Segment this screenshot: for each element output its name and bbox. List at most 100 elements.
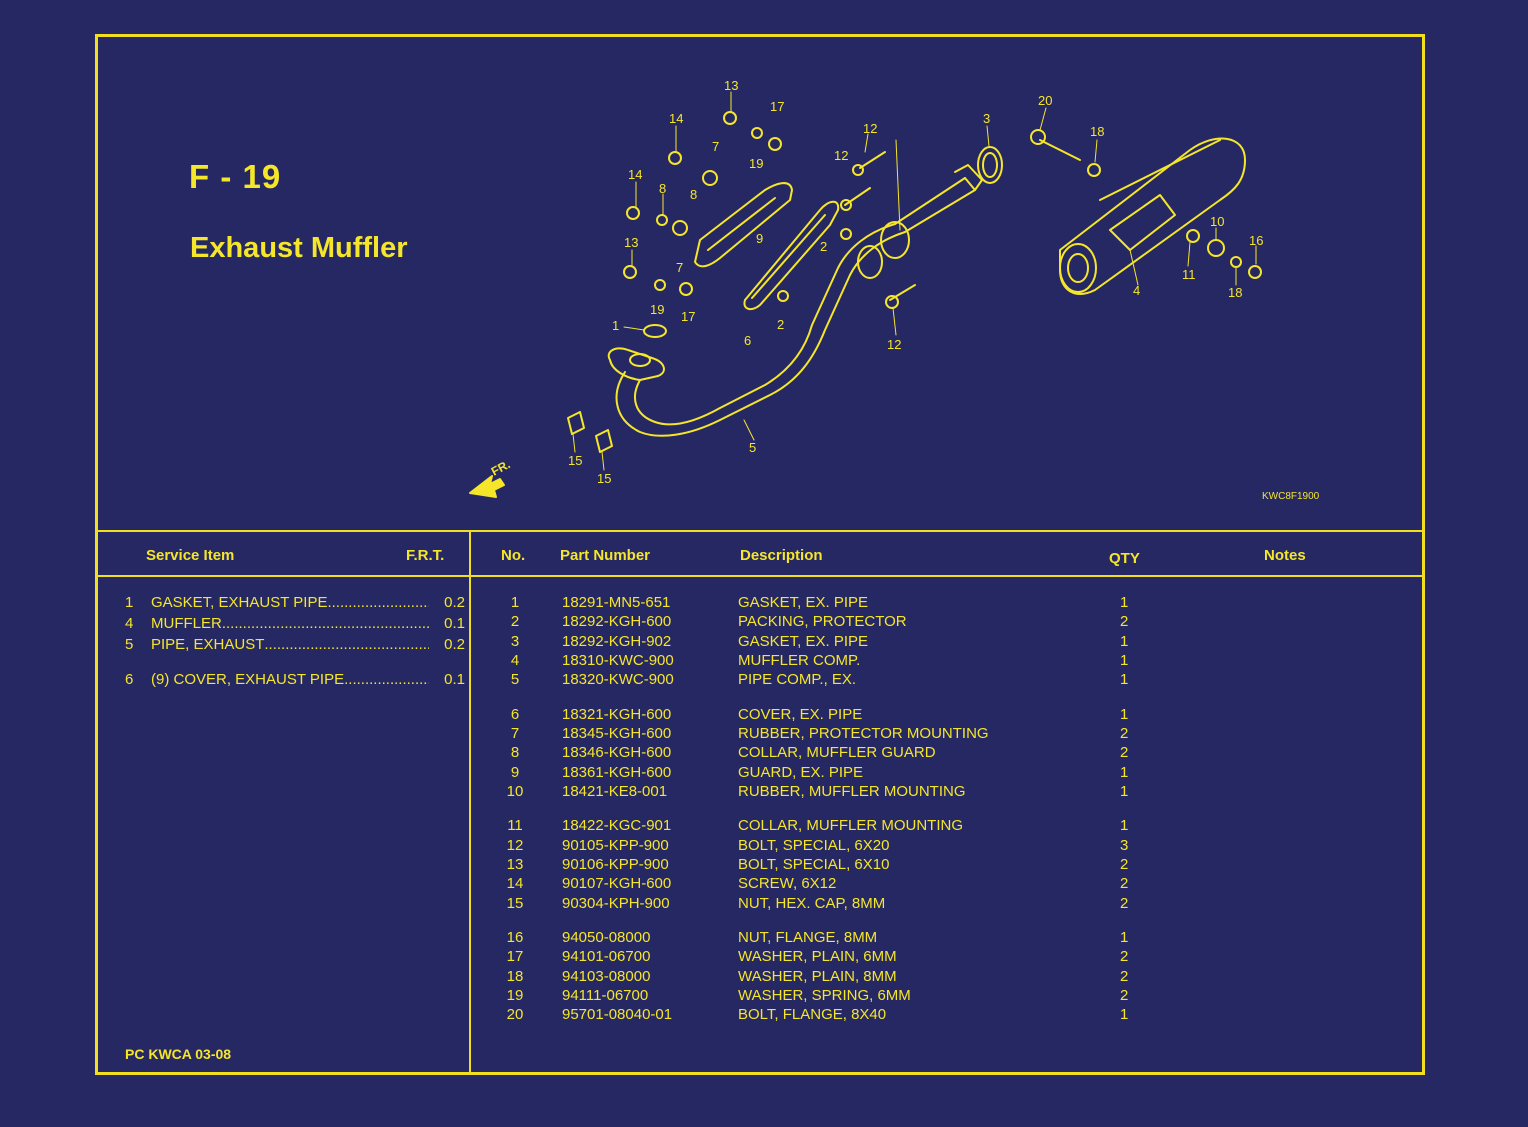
service-item-name: (9) COVER, EXHAUST PIPE xyxy=(151,671,429,688)
part-description: COVER, EX. PIPE xyxy=(738,705,863,723)
part-number: 94103-08000 xyxy=(562,967,651,985)
exhaust-flange-part xyxy=(607,347,665,381)
part-number: 90107-KGH-600 xyxy=(562,875,672,893)
exhaust-exploded-diagram: 13 17 14 7 19 12 12 3 20 18 14 8 8 9 2 1… xyxy=(469,78,1263,498)
part-no: 8 xyxy=(510,744,520,762)
part-no: 4 xyxy=(510,651,520,669)
part-qty: 1 xyxy=(1120,632,1129,650)
callout-13-a: 13 xyxy=(724,78,738,93)
part-description: WASHER, PLAIN, 8MM xyxy=(738,967,897,985)
callout-14-a: 14 xyxy=(669,111,683,126)
part-qty: 1 xyxy=(1120,651,1129,669)
part-number: 18422-KGC-901 xyxy=(562,817,672,835)
callout-15-b: 15 xyxy=(597,471,611,486)
part-qty: 1 xyxy=(1120,671,1129,689)
part-qty: 1 xyxy=(1120,1006,1129,1024)
page-frame xyxy=(95,34,1425,1075)
part-no: 15 xyxy=(506,894,524,912)
gasket-part-3 xyxy=(977,146,1003,184)
callout-1: 1 xyxy=(612,318,619,333)
part-qty: 2 xyxy=(1120,894,1129,912)
exhaust-cover-part xyxy=(743,200,840,311)
service-item-frt: 0.1 xyxy=(444,615,465,632)
part-number: 18310-KWC-900 xyxy=(562,651,674,669)
callout-12-c: 12 xyxy=(887,337,901,352)
service-item-name: GASKET, EXHAUST PIPE xyxy=(151,594,429,611)
part-qty: 1 xyxy=(1120,817,1129,835)
part-no: 12 xyxy=(506,836,524,854)
part-no: 20 xyxy=(506,1006,524,1024)
header-divider xyxy=(97,575,1424,577)
part-no: 17 xyxy=(506,948,524,966)
part-no: 9 xyxy=(510,763,520,781)
callout-20: 20 xyxy=(1038,93,1052,108)
callout-2-a: 2 xyxy=(820,239,827,254)
part-qty: 2 xyxy=(1120,856,1129,873)
service-item-row: 6 (9) COVER, EXHAUST PIPE 0.1 xyxy=(125,671,465,689)
part-number: 95701-08040-01 xyxy=(562,1006,673,1024)
callout-8-a: 8 xyxy=(659,181,666,196)
part-no: 2 xyxy=(510,613,520,631)
callout-18-a: 18 xyxy=(1090,124,1104,139)
header-description: Description xyxy=(740,547,823,564)
service-item-frt: 0.1 xyxy=(444,671,465,688)
header-frt: F.R.T. xyxy=(406,547,445,564)
figure-id: F - 19 xyxy=(189,158,282,195)
bolt-part-20 xyxy=(1039,139,1081,161)
header-qty: QTY xyxy=(1109,550,1140,567)
part-number: 18321-KGH-600 xyxy=(562,705,672,723)
part-qty: 2 xyxy=(1120,948,1129,966)
part-qty: 2 xyxy=(1120,725,1129,742)
callout-11: 11 xyxy=(1182,267,1196,282)
service-item-no: 4 xyxy=(125,615,134,632)
part-no: 5 xyxy=(510,671,520,689)
part-description: COLLAR, MUFFLER GUARD xyxy=(738,744,936,762)
part-number: 94101-06700 xyxy=(562,948,651,966)
service-item-name: PIPE, EXHAUST xyxy=(151,636,429,653)
column-divider xyxy=(469,531,471,1074)
pc-code: PC KWCA 03-08 xyxy=(125,1046,232,1062)
callout-19-a: 19 xyxy=(749,156,763,171)
part-qty: 2 xyxy=(1120,744,1129,762)
part-description: PIPE COMP., EX. xyxy=(738,671,857,689)
header-no: No. xyxy=(501,547,526,564)
callout-3: 3 xyxy=(983,111,990,126)
part-qty: 2 xyxy=(1120,875,1129,893)
service-item-name: MUFFLER xyxy=(151,615,429,632)
callout-18-b: 18 xyxy=(1228,285,1242,300)
part-description: PACKING, PROTECTOR xyxy=(738,613,907,631)
part-number: 94111-06700 xyxy=(562,987,649,1004)
part-qty: 3 xyxy=(1120,836,1129,854)
service-item-no: 6 xyxy=(125,671,134,688)
part-number: 90105-KPP-900 xyxy=(562,836,669,854)
callout-15-a: 15 xyxy=(568,453,582,468)
part-description: RUBBER, PROTECTOR MOUNTING xyxy=(738,725,989,742)
figure-title: Exhaust Muffler xyxy=(190,232,408,264)
callout-9: 9 xyxy=(756,231,763,246)
part-number: 18421-KE8-001 xyxy=(562,782,668,800)
part-description: SCREW, 6X12 xyxy=(738,875,837,893)
part-qty: 2 xyxy=(1120,987,1129,1004)
part-description: GASKET, EX. PIPE xyxy=(738,632,869,650)
part-description: BOLT, SPECIAL, 6X10 xyxy=(738,856,890,873)
part-qty: 1 xyxy=(1120,763,1129,781)
part-number: 18292-KGH-902 xyxy=(562,632,672,650)
callout-10: 10 xyxy=(1210,214,1224,229)
part-description: BOLT, FLANGE, 8X40 xyxy=(738,1006,887,1024)
service-item-no: 1 xyxy=(125,594,134,611)
header-notes: Notes xyxy=(1264,547,1306,564)
part-description: GUARD, EX. PIPE xyxy=(738,763,864,781)
part-no: 1 xyxy=(510,594,520,611)
